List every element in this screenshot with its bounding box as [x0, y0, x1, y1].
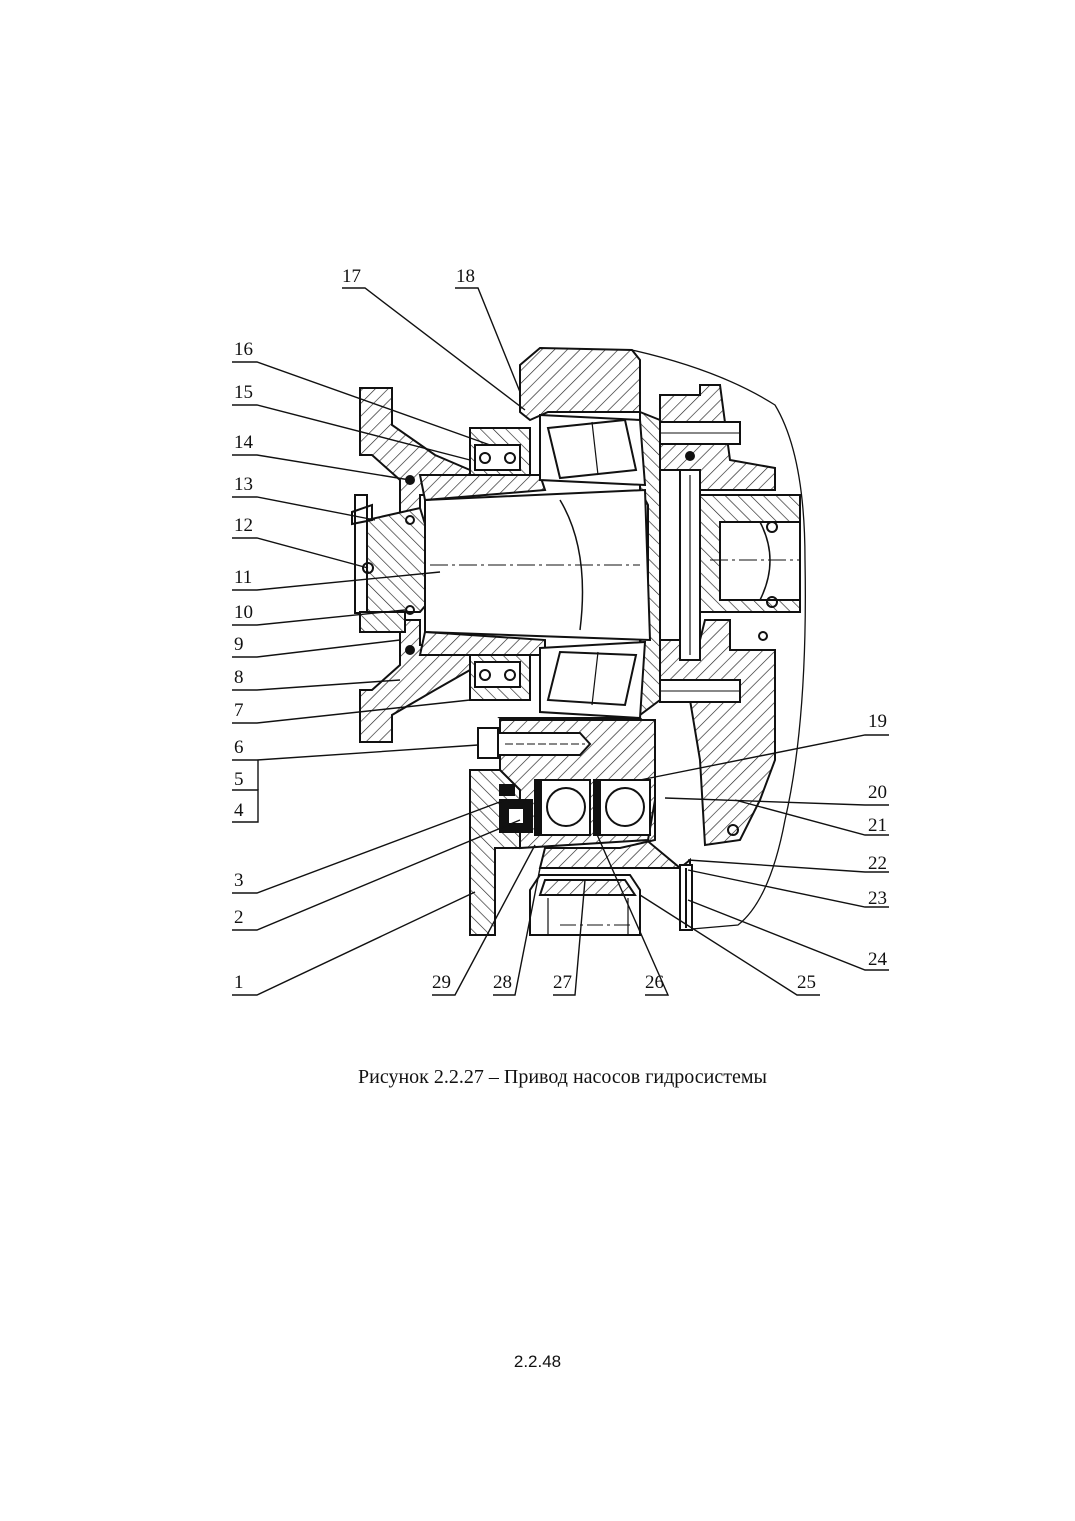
callout-4: 4 [234, 800, 244, 821]
callout-23: 23 [868, 888, 887, 909]
drawing-body [351, 346, 806, 936]
callout-24: 24 [868, 949, 888, 970]
callout-9: 9 [234, 634, 244, 655]
callout-25: 25 [797, 972, 816, 993]
callout-1: 1 [234, 972, 244, 993]
leader-lines [232, 287, 889, 996]
callout-27: 27 [553, 972, 572, 993]
callout-17: 17 [342, 266, 361, 287]
callout-18: 18 [456, 266, 475, 287]
figure-caption: Рисунок 2.2.27 – Привод насосов гидросис… [358, 1066, 767, 1088]
callout-12: 12 [234, 515, 253, 536]
callout-16: 16 [234, 339, 253, 360]
callout-10: 10 [234, 602, 253, 623]
callout-15: 15 [234, 382, 253, 403]
callout-3: 3 [234, 870, 244, 891]
callout-22: 22 [868, 853, 887, 874]
callout-20: 20 [868, 782, 887, 803]
callout-14: 14 [234, 432, 254, 453]
page-number: 2.2.48 [513, 1352, 562, 1371]
callout-29: 29 [432, 972, 451, 993]
callout-11: 11 [234, 567, 252, 588]
callout-26: 26 [645, 972, 664, 993]
callout-labels: 17 18 16 15 14 13 12 11 10 9 8 7 6 5 4 3… [234, 266, 888, 993]
callout-8: 8 [234, 667, 244, 688]
callout-7: 7 [234, 700, 244, 721]
callout-13: 13 [234, 474, 253, 495]
callout-19: 19 [868, 711, 887, 732]
callout-2: 2 [234, 907, 244, 928]
callout-28: 28 [493, 972, 512, 993]
callout-6: 6 [234, 737, 244, 758]
callout-21: 21 [868, 815, 887, 836]
callout-5: 5 [234, 769, 244, 790]
